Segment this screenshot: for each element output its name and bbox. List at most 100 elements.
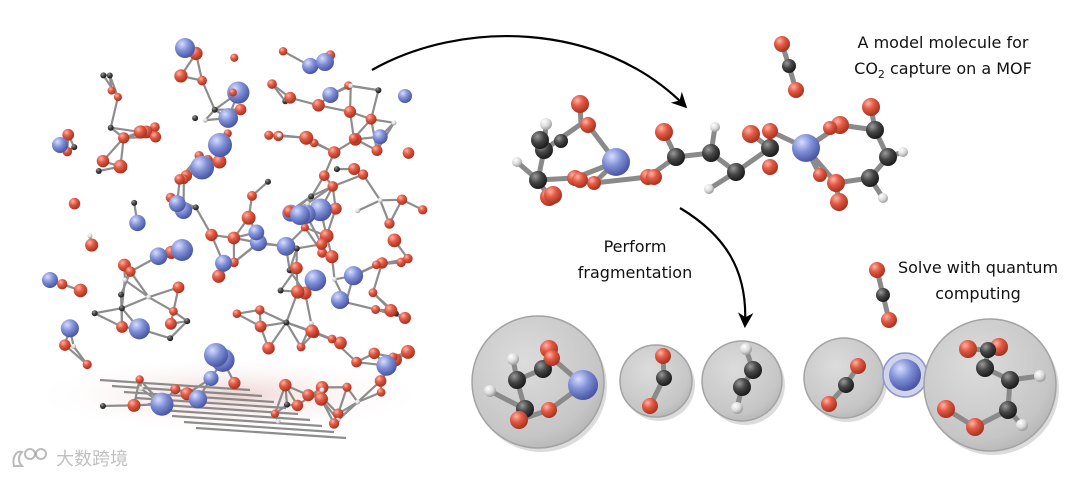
metal-atom-icon xyxy=(128,318,150,340)
oxygen-atom-icon xyxy=(205,228,218,242)
metal-atom-icon xyxy=(343,266,364,286)
fragment-disc-icon xyxy=(619,344,695,421)
hydrogen-atom-icon xyxy=(355,399,361,405)
oxygen-atom-icon xyxy=(172,281,185,294)
oxygen-atom-icon xyxy=(302,389,315,402)
carbon-atom-icon xyxy=(727,163,745,181)
hydrogen-atom-icon xyxy=(710,122,720,132)
oxygen-atom-icon xyxy=(742,125,760,143)
carbon-atom-icon xyxy=(118,291,125,298)
oxygen-atom-icon xyxy=(85,238,99,252)
carbon-atom-icon xyxy=(838,377,854,393)
hydrogen-atom-icon xyxy=(355,208,361,214)
oxygen-atom-icon xyxy=(164,317,177,330)
metal-atom-icon xyxy=(218,108,239,128)
metal-atom-icon xyxy=(398,89,412,103)
caption-subscript: 2 xyxy=(877,68,885,82)
oxygen-atom-icon xyxy=(284,91,297,104)
carbon-atom-icon xyxy=(284,401,291,408)
caption-co-text: CO xyxy=(854,59,878,78)
hydrogen-atom-icon xyxy=(275,418,281,424)
carbon-atom-icon xyxy=(308,193,315,200)
carbon-atom-icon xyxy=(333,166,340,173)
oxygen-atom-icon xyxy=(228,376,241,390)
oxygen-atom-icon xyxy=(365,113,377,125)
oxygen-atom-icon xyxy=(541,402,557,418)
metal-atom-icon xyxy=(889,359,921,391)
caption-line: computing xyxy=(935,284,1021,303)
oxygen-atom-icon xyxy=(118,132,130,144)
carbon-atom-icon xyxy=(265,178,272,185)
oxygen-atom-icon xyxy=(342,382,352,392)
oxygen-atom-icon xyxy=(267,79,277,89)
caption-fragmentation: Perform fragmentation xyxy=(575,234,695,286)
oxygen-atom-icon xyxy=(374,375,387,387)
oxygen-atom-icon xyxy=(125,266,136,277)
oxygen-atom-icon xyxy=(401,344,415,359)
carbon-atom-icon xyxy=(667,148,685,166)
hydrogen-atom-icon xyxy=(484,385,496,397)
oxygen-atom-icon xyxy=(821,396,837,412)
oxygen-atom-icon xyxy=(368,288,378,298)
metal-atom-icon xyxy=(372,129,388,145)
bond-line xyxy=(129,271,150,298)
bond-line xyxy=(591,174,651,186)
hydrogen-atom-icon xyxy=(704,184,714,194)
metal-atom-icon xyxy=(331,291,349,309)
oxygen-atom-icon xyxy=(328,418,340,429)
oxygen-atom-icon xyxy=(571,95,589,113)
hydrogen-atom-icon xyxy=(731,402,743,414)
oxygen-atom-icon xyxy=(247,190,257,201)
metal-atom-icon xyxy=(304,269,327,292)
caption-line: fragmentation xyxy=(577,263,693,282)
bond-line xyxy=(124,279,150,299)
oxygen-atom-icon xyxy=(351,356,362,368)
hydrogen-atom-icon xyxy=(87,233,93,239)
carbon-atom-icon xyxy=(71,144,78,151)
oxygen-atom-icon xyxy=(212,154,227,169)
bond-line xyxy=(259,308,287,324)
oxygen-atom-icon xyxy=(279,378,292,392)
bond-line xyxy=(345,301,376,311)
fragment-disc-icon xyxy=(471,315,607,452)
oxygen-atom-icon xyxy=(68,197,81,210)
metal-atom-icon xyxy=(602,148,630,176)
bond-line xyxy=(357,199,381,212)
oxygen-atom-icon xyxy=(580,117,596,133)
oxygen-atom-icon xyxy=(850,358,866,374)
metal-atom-icon xyxy=(42,272,58,288)
metal-atom-icon xyxy=(276,236,296,256)
metal-atom-icon xyxy=(171,239,193,261)
oxygen-atom-icon xyxy=(254,320,267,333)
hydrogen-atom-icon xyxy=(138,386,144,392)
oxygen-atom-icon xyxy=(149,131,162,143)
hydrogen-atom-icon xyxy=(740,343,752,355)
oxygen-atom-icon xyxy=(966,418,984,436)
metal-atom-icon xyxy=(203,370,219,386)
oxygen-atom-icon xyxy=(174,174,185,185)
carbon-atom-icon xyxy=(277,287,284,294)
curved-arrow-icon xyxy=(679,207,754,329)
oxygen-atom-icon xyxy=(937,400,955,418)
oxygen-atom-icon xyxy=(510,411,528,429)
caption-model-molecule: A model molecule for CO2 capture on a MO… xyxy=(838,30,1048,88)
metal-atom-icon xyxy=(302,57,319,75)
oxygen-atom-icon xyxy=(230,53,239,62)
metal-atom-icon xyxy=(129,214,146,232)
oxygen-atom-icon xyxy=(264,130,274,140)
bond-line xyxy=(171,414,323,428)
carbon-atom-icon xyxy=(375,87,382,94)
oxygen-atom-icon xyxy=(959,340,977,358)
carbon-atom-icon xyxy=(508,371,526,389)
oxygen-atom-icon xyxy=(318,170,330,181)
bond-line xyxy=(183,420,335,434)
watermark-logo-icon xyxy=(12,448,47,467)
hydrogen-atom-icon xyxy=(898,147,908,157)
oxygen-atom-icon xyxy=(813,168,827,182)
oxygen-atom-icon xyxy=(262,341,275,355)
carbon-atom-icon xyxy=(1001,371,1019,389)
hydrogen-atom-icon xyxy=(202,117,208,123)
metal-atom-icon xyxy=(190,155,215,180)
hydrogen-atom-icon xyxy=(146,294,152,300)
oxygen-atom-icon xyxy=(329,202,342,215)
